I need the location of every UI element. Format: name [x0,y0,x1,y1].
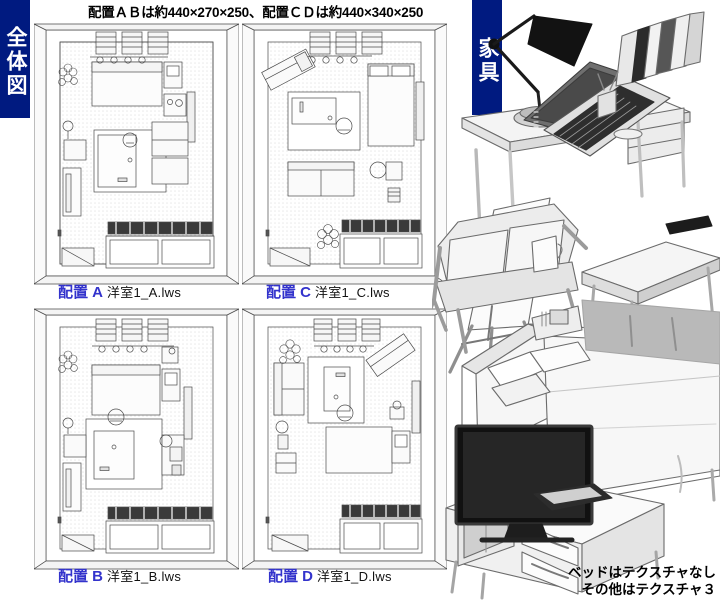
mug-icon [531,235,563,273]
texture-note-line-2: その他はテクスチャ３ [581,582,716,597]
furniture-illustration-panel [432,0,720,600]
page-title: 配置ＡＢは約440×270×250、配置ＣＤは約440×340×250 [88,5,424,20]
pen-cup-icon [597,71,619,119]
remote-icon [665,215,713,235]
plan-label-b: 配置 B [58,568,104,585]
plan-filename-b: 洋室1_B.lws [106,569,182,584]
plan-caption-a: 配置 A 洋室1_A.lws [58,282,181,302]
texture-note-line-1: ベッドはテクスチャなし [568,565,716,580]
plan-filename-a: 洋室1_A.lws [106,285,182,300]
plan-label-c: 配置 C [266,284,312,301]
floor-plan-a[interactable] [34,22,239,287]
bed-icon [461,299,720,509]
plan-label-a: 配置 A [58,284,104,301]
floor-plan-b[interactable] [34,307,239,572]
plan-label-d: 配置 D [268,568,314,585]
floor-plan-c[interactable] [242,22,447,287]
tablet-icon [533,483,613,511]
plan-caption-d: 配置 D 洋室1_D.lws [268,566,392,586]
plan-caption-c: 配置 C 洋室1_C.lws [266,282,390,302]
plan-filename-c: 洋室1_C.lws [314,285,390,300]
texture-note: ベッドはテクスチャなし その他はテクスチャ３ [506,564,716,598]
plan-caption-b: 配置 B 洋室1_B.lws [58,566,181,586]
section-label-overall-view: 全体図 [0,0,30,118]
tv-icon [454,424,594,543]
books-icon [615,11,705,87]
section-label-furniture: 家具 [472,0,502,115]
plan-filename-d: 洋室1_D.lws [316,569,392,584]
floor-plan-d[interactable] [242,307,447,572]
